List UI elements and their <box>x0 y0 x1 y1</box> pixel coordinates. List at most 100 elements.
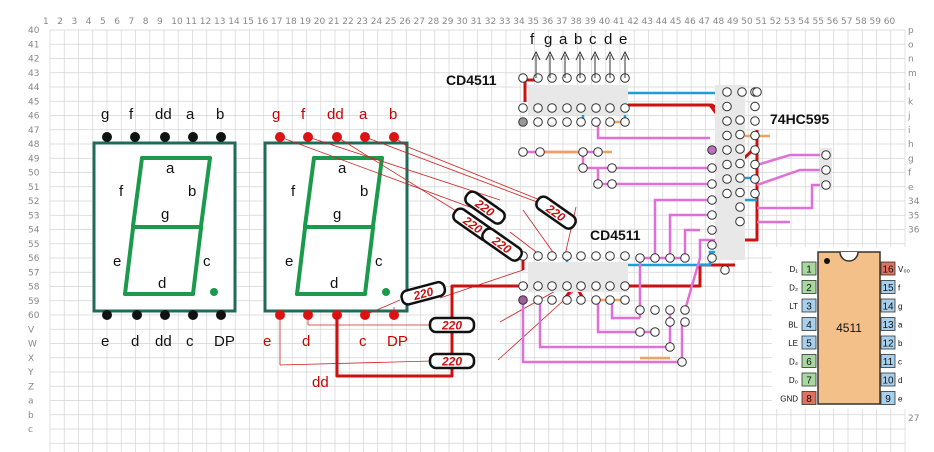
output-header-arrows <box>531 50 630 78</box>
pinout-pin-label: BL <box>788 321 798 330</box>
seven-segment-display-left <box>92 141 237 313</box>
top-axis-number: 9 <box>157 17 163 27</box>
resistor-220: 220 <box>400 280 447 306</box>
ic-pin <box>665 317 675 327</box>
pinout-pin-label: LT <box>789 302 798 311</box>
left-axis-label: b <box>28 411 34 421</box>
pinout-pin-box <box>880 372 896 387</box>
pinout-pin-label: D₀ <box>789 376 798 385</box>
top-axis-number: 13 <box>214 17 225 27</box>
pinout-pin-box <box>801 391 817 405</box>
display-left-bottom-pin-label: e <box>101 333 110 350</box>
pinout-pin-number: 2 <box>806 283 812 294</box>
pinout-pin-number: 8 <box>806 394 812 405</box>
pinout-pin-number: 1 <box>806 265 812 276</box>
segment-e <box>123 226 135 296</box>
ic-pin <box>591 281 601 291</box>
top-axis-number: 14 <box>228 17 240 27</box>
ic-pin <box>518 147 528 157</box>
ic-pin <box>750 116 760 126</box>
top-axis-number: 54 <box>798 17 810 27</box>
top-axis-number: 41 <box>613 17 624 27</box>
ic-pin <box>635 327 645 337</box>
pinout-pin-label: D₄ <box>789 358 798 367</box>
output-header-label: c <box>589 31 597 48</box>
left-axis-label: 44 <box>28 83 40 93</box>
resistor-220: 220 <box>535 195 577 230</box>
ic-pin <box>707 145 717 155</box>
ic-pin <box>578 147 588 157</box>
right-axis-label: 34 <box>908 197 920 207</box>
segment-c <box>363 226 375 296</box>
pinout-pin-label: D₂ <box>789 284 798 293</box>
segment-f <box>303 156 316 228</box>
pinout-pin-box <box>801 298 817 313</box>
top-axis-number: 39 <box>585 17 597 27</box>
ic-pin <box>650 253 660 263</box>
pinout-pin-number: 4 <box>806 320 812 331</box>
right-axis-label: 36 <box>908 226 920 236</box>
left-axis-label: 49 <box>28 154 40 164</box>
segment-b <box>199 156 212 228</box>
resistor-value: 220 <box>441 319 462 333</box>
ic-pin <box>605 281 615 291</box>
ic-pin <box>605 251 615 261</box>
display-right-segment-label: c <box>375 253 383 270</box>
top-axis-number: 35 <box>528 17 539 27</box>
display-right-top-pin-label: dd <box>327 106 344 123</box>
top-axis-number: 52 <box>770 17 781 27</box>
top-axis-number: 10 <box>171 17 183 27</box>
pinout-pin-number: 5 <box>806 339 812 350</box>
top-axis-number: 11 <box>186 17 197 27</box>
ic-pin <box>750 130 760 141</box>
ic-pin <box>576 117 586 127</box>
display-right-bottom-pin-label: d <box>302 333 311 350</box>
pinout-pin-box <box>880 298 896 313</box>
display-left-segment-label: e <box>113 253 122 270</box>
chip-label-74hc595: 74HC595 <box>770 111 830 127</box>
top-axis-number: 60 <box>884 17 896 27</box>
ic-pin <box>533 251 543 261</box>
right-axis-label: j <box>907 112 911 122</box>
top-axis-number: 58 <box>855 17 867 27</box>
ic-pin <box>735 144 745 154</box>
ic-pin <box>650 327 660 337</box>
ic-pin <box>750 174 760 184</box>
ic-pin <box>735 202 745 212</box>
left-axis-label: W <box>28 340 37 350</box>
pinout-pin-box <box>801 335 817 350</box>
left-axis-label: 50 <box>28 169 40 179</box>
ic-pin <box>533 73 543 83</box>
ic-pin <box>605 117 615 127</box>
ic-pin <box>707 253 717 263</box>
thin-signal-wires <box>279 136 577 366</box>
ic-pin <box>605 103 615 113</box>
segment-c <box>191 226 203 296</box>
top-axis-number: 47 <box>699 17 710 27</box>
top-axis-number: 57 <box>841 17 852 27</box>
right-axis-label: e <box>908 183 914 193</box>
ic-pin <box>677 357 687 367</box>
display-left-top-pin-label: a <box>186 106 195 123</box>
left-axis-label: 58 <box>28 283 40 293</box>
top-axis-number: 37 <box>556 17 567 27</box>
top-axis-number: 42 <box>627 17 638 27</box>
display-left-top-pin-label: g <box>101 106 110 123</box>
display-right-bottom-pin-label: e <box>263 333 272 350</box>
ic-pin <box>562 281 572 291</box>
display-right-segment-label: f <box>291 183 296 200</box>
seven-segment-display-right <box>263 141 409 313</box>
ic-pin <box>533 117 543 127</box>
top-axis-number: 12 <box>200 17 211 27</box>
ic-pin <box>576 281 586 291</box>
ic-pin <box>735 115 745 125</box>
left-axis-label: 43 <box>28 69 39 79</box>
pinout-pin-label: f <box>898 284 901 293</box>
display-right-segment-label: g <box>333 206 342 223</box>
chip-label-cd4511-bottom: CD4511 <box>590 227 641 243</box>
pinout-pin-box <box>880 261 896 276</box>
ic-pin <box>547 103 557 113</box>
pinout-pin-box <box>880 354 896 368</box>
display-right-segment-label: d <box>330 275 339 292</box>
pinout-pin-number: 12 <box>882 339 894 350</box>
